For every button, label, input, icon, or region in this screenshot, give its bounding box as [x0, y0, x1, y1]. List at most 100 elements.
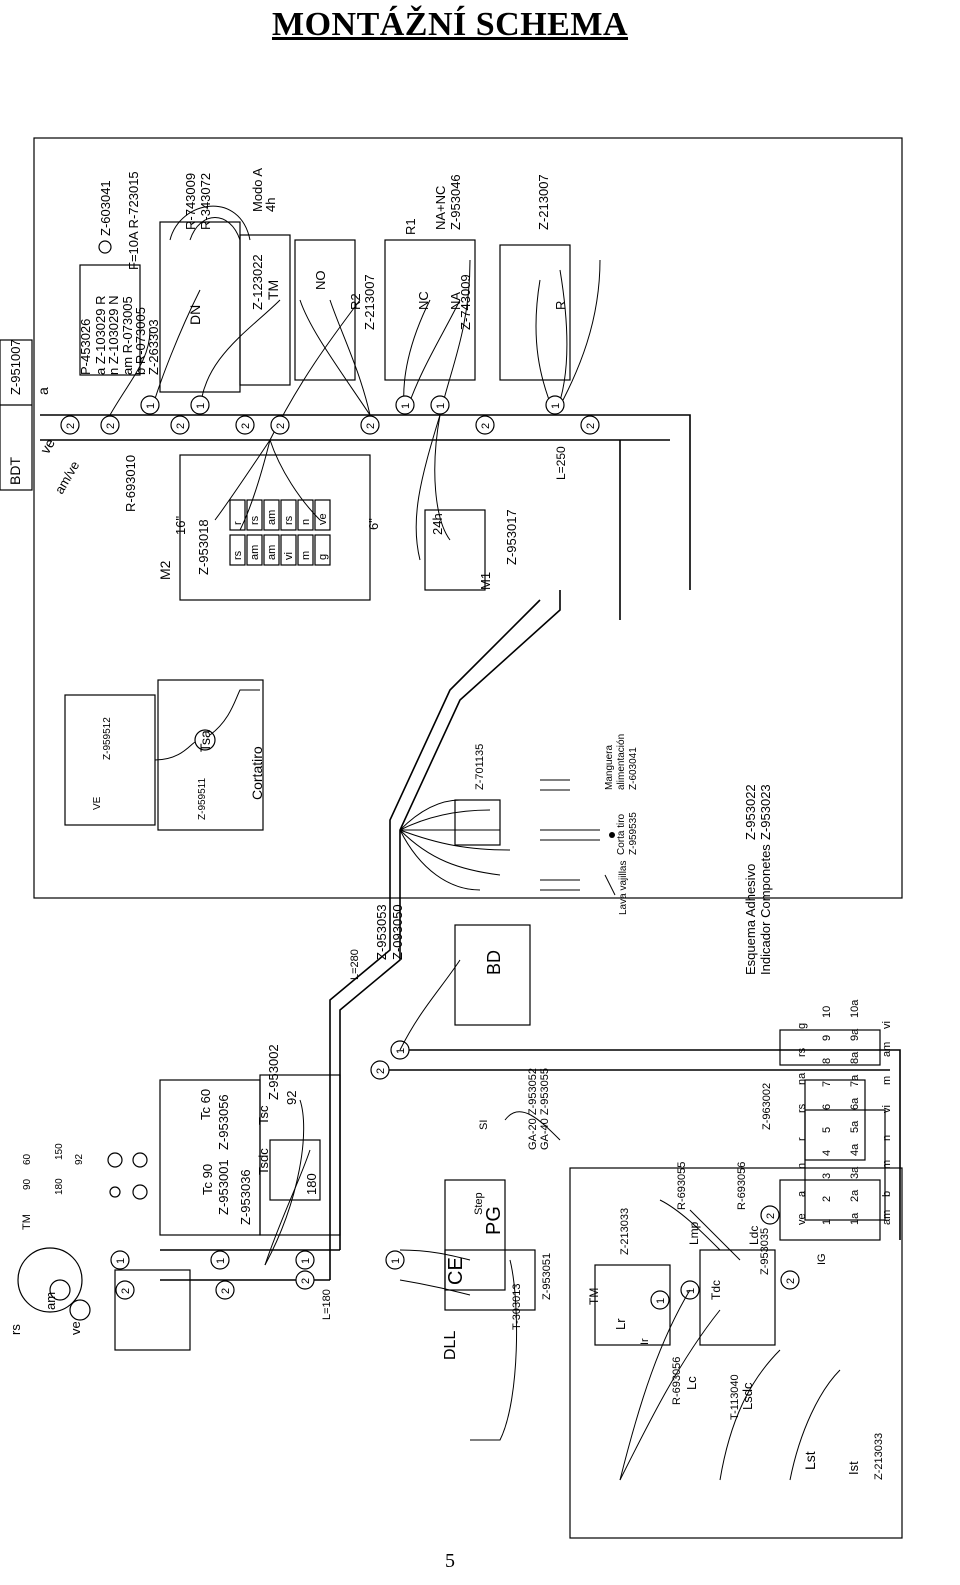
ig-pin-label: 3a: [849, 1166, 861, 1179]
terminal-cell: [280, 534, 297, 566]
label-lsdc: Lsdc: [740, 1382, 755, 1410]
terminal-cell: [297, 534, 314, 566]
label-t303013: T-303013: [511, 1284, 523, 1330]
node-number: 1: [145, 403, 157, 409]
ig-pin-label: 4: [821, 1150, 833, 1156]
ig-wire-color: na: [796, 1072, 808, 1085]
ig-pin-label: 9a: [849, 1028, 861, 1041]
ig-wire-color: ve: [796, 1213, 808, 1225]
indicator-panel-frame: [569, 1167, 903, 1539]
ig-wire-color-lower: b: [881, 1191, 893, 1197]
connection-node: [215, 1280, 235, 1300]
label-z701135: Z-701135: [474, 744, 486, 790]
label-tsa: Tsa: [197, 730, 213, 752]
label-z953056: Z-953056: [216, 1094, 231, 1150]
node-number: 1: [195, 403, 207, 409]
connection-node: [115, 1280, 135, 1300]
label-in6: 6": [366, 518, 381, 530]
terminal-label: vi: [283, 552, 295, 560]
label-rs: rs: [8, 1324, 23, 1335]
connection-node: [430, 395, 450, 415]
ig-wire-color: a: [796, 1190, 808, 1197]
label-l250: L=250: [554, 446, 568, 480]
label-si: SI: [478, 1120, 490, 1130]
label-amr073005: am R-073005: [120, 296, 135, 375]
top-devices: [79, 221, 571, 601]
label-z213033b: Z-213033: [873, 1433, 885, 1480]
label-f10a: F=10A R-723015: [126, 171, 141, 270]
label-l180: L=180: [321, 1289, 333, 1320]
label-r693010: R-693010: [123, 455, 138, 512]
connection-node: [385, 1250, 405, 1270]
label-z103029r: a Z-103029 R: [93, 296, 108, 376]
label-r743009: R-743009: [183, 173, 198, 230]
terminal-label: m: [300, 551, 312, 560]
label-legend_90: 90: [22, 1178, 33, 1190]
terminal-label: ve: [317, 513, 329, 525]
node-number: 2: [375, 1068, 387, 1074]
label-lst: Lst: [802, 1451, 818, 1470]
label-z953023: Z-953023: [758, 784, 773, 840]
terminal-label: r: [232, 521, 244, 525]
label-r1: R1: [403, 218, 418, 235]
label-dn: DN: [187, 305, 203, 325]
label-n92: 92: [284, 1091, 299, 1105]
label-z103029n: n Z-103029 N: [106, 296, 121, 376]
ig-wire-color: g: [796, 1023, 808, 1029]
terminal-label: am: [266, 510, 278, 525]
ig-wire-color: n: [796, 1163, 808, 1169]
node-number: 2: [220, 1288, 232, 1294]
terminal-label: n: [300, 519, 312, 525]
connection-node: [650, 1290, 670, 1310]
terminal-label: rs: [232, 550, 244, 560]
ig-pin-label: 7a: [849, 1074, 861, 1087]
ig-pin-label: 2: [821, 1196, 833, 1202]
node-number: 1: [685, 1288, 697, 1294]
connection-node: [760, 1205, 780, 1225]
connection-node: [295, 1270, 315, 1290]
label-z953035: Z-953035: [759, 1228, 771, 1275]
terminal-cell: [229, 534, 246, 566]
label-ist: Ist: [846, 1461, 861, 1475]
label-ig: IG: [816, 1253, 828, 1265]
label-cortatiro2: Corta tiro: [616, 813, 627, 855]
label-z959512: Z-959512: [102, 717, 113, 760]
connection-node: [370, 1060, 390, 1080]
label-bdt: BDT: [7, 457, 23, 485]
label-ga40: GA-40 Z-953055: [539, 1068, 551, 1150]
label-amve: am/ve: [52, 458, 83, 496]
node-number: 1: [400, 403, 412, 409]
label-z603041b: Z-603041: [628, 747, 639, 790]
ig-wire-color: rs: [796, 1047, 808, 1057]
label-vbox: VE: [92, 796, 103, 810]
label-br073005: b R-073005: [133, 307, 148, 375]
ig-wire-color-lower: am: [881, 1210, 893, 1225]
label-z263303: Z-263303: [146, 319, 161, 375]
label-r693056a: R-693056: [736, 1162, 748, 1210]
node-number: 2: [175, 423, 187, 429]
ig-wire-color: r: [796, 1137, 808, 1141]
ig-pin-label: 2a: [849, 1189, 861, 1202]
label-step: Step: [473, 1192, 485, 1215]
label-manguera: Manguera: [604, 745, 615, 790]
ig-wire-color: rs: [796, 1103, 808, 1113]
connection-node: [170, 415, 190, 435]
label-z953046: Z-953046: [448, 174, 463, 230]
label-tsdc: Tsdc: [256, 1148, 271, 1175]
label-cortatiro: Cortatiro: [249, 746, 265, 800]
node-number: 1: [390, 1258, 402, 1264]
label-a: a: [35, 387, 51, 395]
node-number: 2: [120, 1288, 132, 1294]
label-dll: DLL: [442, 1331, 459, 1360]
connection-node: [295, 1250, 315, 1270]
terminal-label: g: [317, 554, 329, 560]
page-number: 5: [445, 1550, 455, 1572]
label-tsc: Tsc: [256, 1105, 271, 1125]
label-z963002: Z-963002: [761, 1083, 773, 1130]
ig-pin-label: 10a: [849, 999, 861, 1018]
label-z953053: Z-953053: [374, 904, 389, 960]
node-number: 1: [115, 1258, 127, 1264]
ig-pin-label: 5: [821, 1127, 833, 1133]
